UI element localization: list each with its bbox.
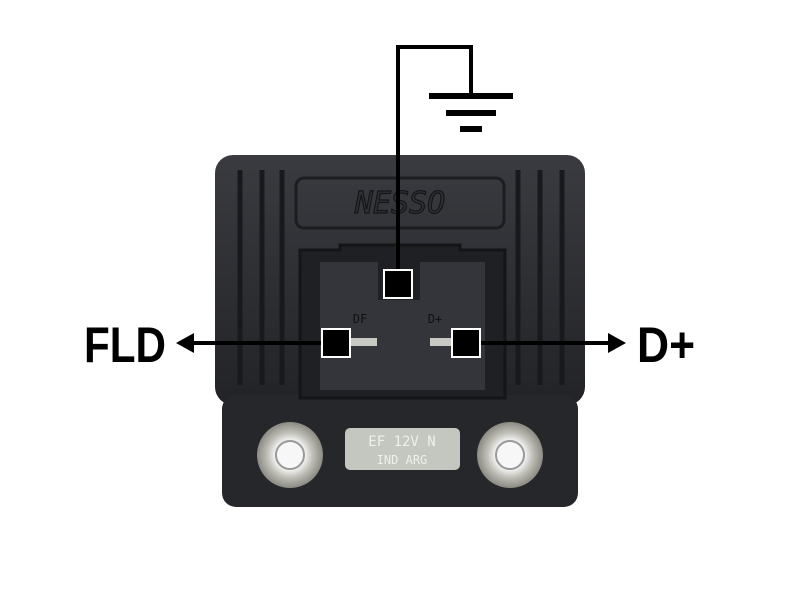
mounting-hole-left [257,422,323,488]
d-plus-terminal-marker [451,328,481,358]
d-plus-label: D+ [637,317,695,373]
d-plus-connection: D+ [451,317,695,373]
df-terminal-blade [345,338,377,346]
arrow-right-icon [608,333,626,353]
cooling-fins [237,170,565,385]
fld-connection: FLD [84,317,351,373]
terminal-marking-df: DF [353,312,367,326]
fld-label: FLD [84,317,166,373]
fld-terminal-marker [321,328,351,358]
ground-terminal-marker [383,269,413,299]
label-plate [345,428,460,470]
connector-inner [320,262,485,390]
ground-connection [383,45,513,299]
ground-icon [429,93,513,132]
mounting-hole-right [477,422,543,488]
ground-wire [396,45,473,284]
arrow-left-icon [176,333,194,353]
terminal-marking-d-plus: D+ [428,312,442,326]
label-plate-line2: IND ARG [377,453,428,467]
d-plus-terminal-blade [430,338,462,346]
label-plate-line1: EF 12V N [368,434,435,450]
